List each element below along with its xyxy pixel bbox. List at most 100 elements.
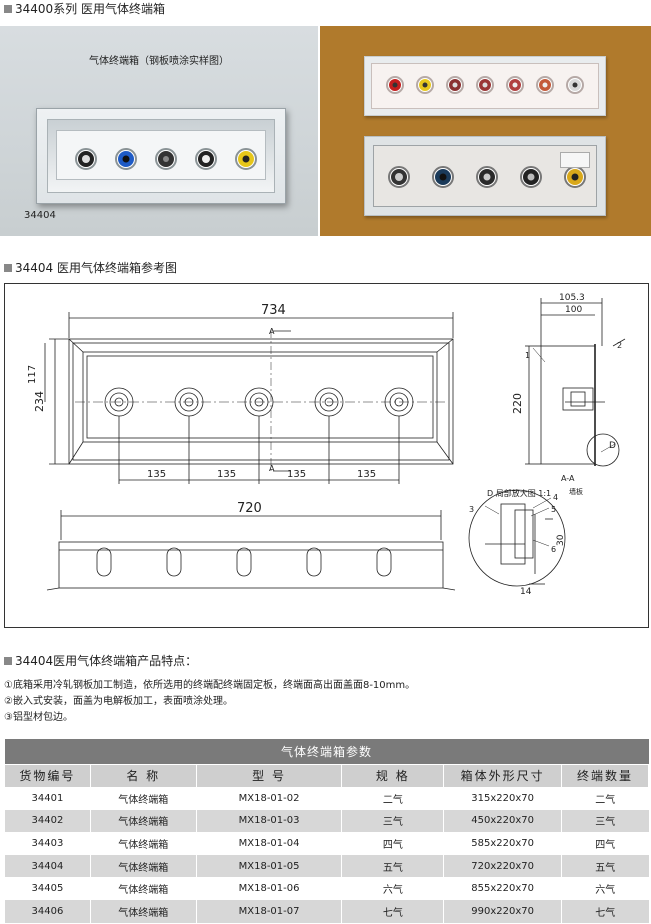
cell-model: MX18-01-04 <box>195 832 342 855</box>
cell-count: 四气 <box>561 832 649 855</box>
callout-2: 2 <box>617 341 622 350</box>
outlet-icon <box>416 76 434 94</box>
square-bullet-icon <box>4 5 12 13</box>
photo-caption: 气体终端箱（钢板喷涂实样图） <box>89 56 229 67</box>
cell-model: MX18-01-02 <box>195 787 342 810</box>
callout-1: 1 <box>525 351 530 360</box>
terminal-box-image <box>36 108 286 204</box>
dim-front-height: 234 <box>33 391 46 412</box>
photo-product-code: 34404 <box>24 210 56 221</box>
table-row: 34405 气体终端箱 MX18-01-06 六气 855x220x70 六气 <box>4 877 649 900</box>
cell-size: 315x220x70 <box>443 787 562 810</box>
cell-name: 气体终端箱 <box>89 787 197 810</box>
terminal-box-five-image <box>364 136 606 216</box>
square-bullet-icon <box>4 264 12 272</box>
feature-item-2: ②嵌入式安装，面盖为电解板加工，表面喷涂处理。 <box>4 696 233 707</box>
table-row: 34403 气体终端箱 MX18-01-04 四气 585x220x70 四气 <box>4 832 649 855</box>
cell-code: 34403 <box>4 832 91 855</box>
dim-overall-width: 734 <box>261 303 286 318</box>
product-photo-installed <box>320 26 651 236</box>
dim-half-height: 117 <box>27 365 38 384</box>
col-header-count: 终端数量 <box>561 763 649 788</box>
cell-size: 585x220x70 <box>443 832 562 855</box>
cell-spec: 二气 <box>341 787 444 810</box>
cell-model: MX18-01-03 <box>195 809 342 833</box>
cell-name: 气体终端箱 <box>89 809 197 833</box>
cell-model: MX18-01-05 <box>195 854 342 878</box>
reference-drawing: 734 234 117 135 135 135 135 720 105.3 10… <box>4 283 649 628</box>
table-row: 34404 气体终端箱 MX18-01-05 五气 720x220x70 五气 <box>4 854 649 878</box>
section-title-series: 34400系列 医用气体终端箱 <box>4 0 165 17</box>
wall-note: 墙板 <box>569 487 583 496</box>
cell-spec: 六气 <box>341 877 444 900</box>
callout-4: 4 <box>553 493 558 502</box>
cell-size: 990x220x70 <box>443 899 562 923</box>
cell-size: 720x220x70 <box>443 854 562 878</box>
cell-spec: 七气 <box>341 899 444 923</box>
cell-code: 34404 <box>4 854 91 878</box>
table-row: 34401 气体终端箱 MX18-01-02 二气 315x220x70 二气 <box>4 787 649 810</box>
table-header-row: 货物编号 名 称 型 号 规 格 箱体外形尺寸 终端数量 <box>4 763 649 788</box>
outlet-icon <box>476 166 498 188</box>
outlet-yellow-icon <box>235 148 257 170</box>
outlet-icon <box>446 76 464 94</box>
section-title-drawing: 34404 医用气体终端箱参考图 <box>4 259 177 276</box>
dim-spacing-4: 135 <box>357 469 376 480</box>
table-caption: 气体终端箱参数 <box>4 739 649 764</box>
section-title-features-text: 34404医用气体终端箱产品特点： <box>15 654 198 668</box>
cell-name: 气体终端箱 <box>89 877 197 900</box>
callout-5: 5 <box>551 505 556 514</box>
cell-spec: 三气 <box>341 809 444 833</box>
dim-side-depth-outer: 105.3 <box>559 293 585 303</box>
col-header-spec: 规 格 <box>341 763 445 788</box>
terminal-box-seven-image <box>364 56 606 116</box>
table-row: 34402 气体终端箱 MX18-01-03 三气 450x220x70 三气 <box>4 809 649 833</box>
cell-size: 450x220x70 <box>443 809 562 833</box>
section-a-top: A <box>269 327 275 336</box>
cell-count: 七气 <box>561 899 649 923</box>
dim-side-depth-inner: 100 <box>565 305 582 315</box>
section-a-bottom: A <box>269 464 275 473</box>
cell-name: 气体终端箱 <box>89 854 197 878</box>
outlet-icon <box>386 76 404 94</box>
outlet-white-icon <box>75 148 97 170</box>
cell-name: 气体终端箱 <box>89 899 197 923</box>
outlet-icon <box>520 166 542 188</box>
col-header-code: 货物编号 <box>4 763 91 788</box>
outlet-icon <box>476 76 494 94</box>
outlet-black-icon <box>155 148 177 170</box>
outlet-icon <box>564 166 586 188</box>
cell-spec: 五气 <box>341 854 444 878</box>
dim-side-height: 220 <box>511 393 524 414</box>
feature-item-1: ①底箱采用冷轧钢板加工制造，依所选用的终端配终端固定板，终端面高出面盖面8-10… <box>4 680 416 691</box>
section-aa-label: A-A <box>561 474 575 483</box>
cell-count: 三气 <box>561 809 649 833</box>
outlet-blue-icon <box>115 148 137 170</box>
dim-bottom-width: 720 <box>237 501 262 516</box>
outlet-icon <box>536 76 554 94</box>
section-title-features: 34404医用气体终端箱产品特点： <box>4 652 197 669</box>
drawing-svg: 734 234 117 135 135 135 135 720 105.3 10… <box>27 293 626 597</box>
cell-size: 855x220x70 <box>443 877 562 900</box>
outlet-icon <box>388 166 410 188</box>
dim-spacing-2: 135 <box>217 469 236 480</box>
col-header-name: 名 称 <box>89 763 197 788</box>
cell-code: 34405 <box>4 877 91 900</box>
square-bullet-icon <box>4 657 12 665</box>
outlet-dark-icon <box>195 148 217 170</box>
dim-spacing-3: 135 <box>287 469 306 480</box>
cell-name: 气体终端箱 <box>89 832 197 855</box>
feature-item-3: ③铝型材包边。 <box>4 712 73 723</box>
callout-6: 6 <box>551 545 556 554</box>
dim-detail-height: 30 <box>556 534 566 546</box>
section-title-series-text: 34400系列 医用气体终端箱 <box>15 2 165 16</box>
cell-count: 二气 <box>561 787 649 810</box>
cell-spec: 四气 <box>341 832 444 855</box>
section-title-drawing-text: 34404 医用气体终端箱参考图 <box>15 261 177 275</box>
callout-3: 3 <box>469 505 474 514</box>
detail-d-title: D 局部放大图 1:1 <box>487 488 551 498</box>
parameter-table: 气体终端箱参数 货物编号 名 称 型 号 规 格 箱体外形尺寸 终端数量 344… <box>4 739 649 923</box>
dim-detail-width: 14 <box>520 587 532 597</box>
outlet-icon <box>506 76 524 94</box>
outlet-icon <box>566 76 584 94</box>
